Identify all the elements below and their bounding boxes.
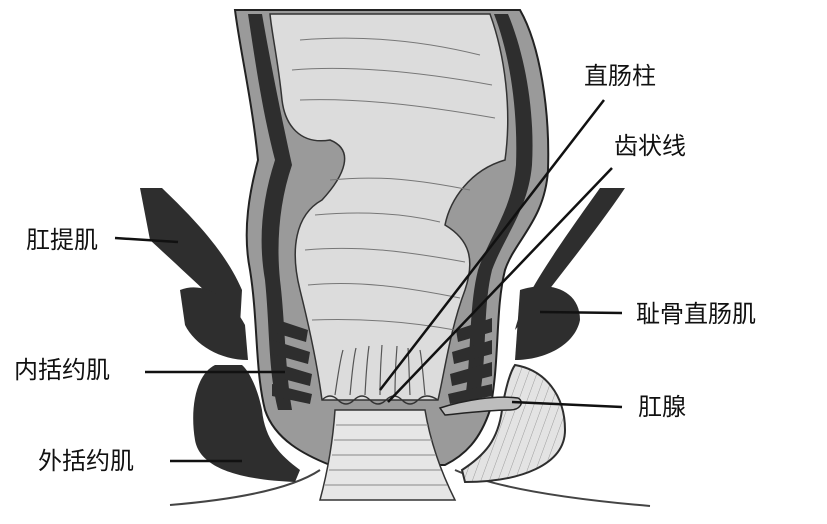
puborectalis-right: [515, 286, 580, 360]
label-dentate-line: 齿状线: [614, 132, 686, 160]
puborectalis-left: [180, 287, 248, 360]
rectal-columns: [334, 344, 426, 396]
levator-ani-left: [140, 188, 242, 325]
external-sphincter-left: [193, 365, 300, 482]
internal-sphincter-right: [448, 318, 492, 404]
label-internal-sphincter: 内括约肌: [14, 356, 110, 384]
dentate-line: [321, 395, 439, 405]
mucosal-folds: [291, 37, 496, 331]
anal-gland: [438, 396, 522, 416]
label-puborectalis: 耻骨直肠肌: [636, 300, 756, 328]
leader-lines: [114, 99, 623, 463]
muscular-coat-left: [248, 14, 292, 410]
internal-sphincter-left: [272, 318, 312, 404]
label-rectal-columns: 直肠柱: [584, 62, 656, 90]
anal-canal-folds: [325, 424, 447, 486]
label-levator-ani: 肛提肌: [26, 226, 98, 254]
label-external-sphincter: 外括约肌: [38, 447, 134, 475]
label-anal-gland: 肛腺: [638, 393, 686, 421]
muscular-coat-right: [464, 14, 533, 405]
